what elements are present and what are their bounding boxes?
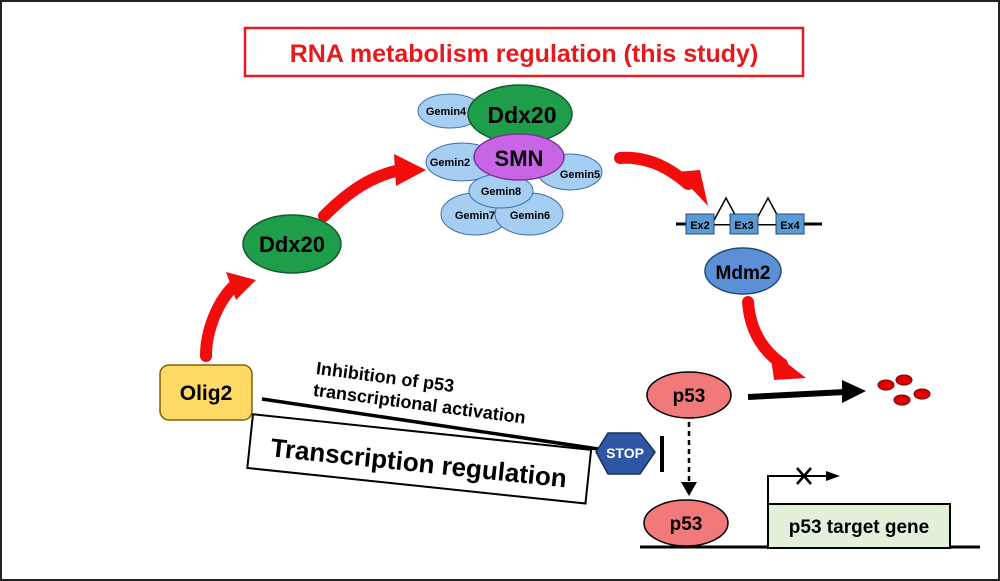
degraded-p53-fragments bbox=[877, 374, 931, 406]
stop-label: STOP bbox=[606, 445, 644, 461]
arrow-olig2-to-ddx20-head bbox=[226, 272, 256, 300]
fragment-dot-3 bbox=[913, 388, 931, 400]
mdm2-label: Mdm2 bbox=[716, 263, 771, 284]
dotted-arrow-head bbox=[681, 482, 697, 496]
arrow-ddx20-to-complex-shaft bbox=[318, 164, 406, 222]
smn-label: SMN bbox=[495, 146, 544, 171]
arrow-mdm2-head bbox=[770, 350, 806, 380]
gemin5-label: Gemin5 bbox=[560, 169, 600, 181]
stop-sign: STOP bbox=[595, 432, 664, 475]
p53-bottom-ellipse bbox=[643, 499, 729, 547]
gemin7-label: Gemin7 bbox=[455, 210, 495, 222]
blocked-x-stroke-2 bbox=[796, 467, 812, 485]
gemin2-label: Gemin2 bbox=[430, 157, 470, 169]
mdm2-ellipse bbox=[704, 247, 782, 295]
p53-bottom-label: p53 bbox=[670, 514, 703, 535]
arrow-ddx20-to-complex-head bbox=[394, 154, 426, 186]
tss-arrow-line bbox=[767, 475, 828, 504]
ddx20-node: Ddx20 bbox=[242, 214, 342, 274]
arrow-olig2-to-ddx20-shaft bbox=[200, 278, 242, 362]
ddx20-ellipse bbox=[242, 214, 342, 274]
degradation-arrow bbox=[747, 380, 866, 403]
exon-4-label: Ex4 bbox=[780, 220, 800, 232]
p53-top-ellipse bbox=[646, 371, 732, 419]
olig2-box bbox=[159, 364, 253, 421]
smn-complex: Gemin2 Gemin5 Gemin7 Gemin6 Gemin8 Gemin… bbox=[417, 84, 603, 236]
gemin6-label: Gemin6 bbox=[510, 210, 550, 222]
p53-top-label: p53 bbox=[673, 386, 706, 407]
fragment-dot-2 bbox=[895, 374, 913, 386]
arrow-complex-to-splicing-shaft bbox=[614, 151, 694, 190]
target-gene-label: p53 target gene bbox=[789, 517, 929, 538]
p53-translocation-arrow bbox=[681, 422, 697, 496]
tss-arrow-head bbox=[826, 471, 840, 481]
title-text: RNA metabolism regulation (this study) bbox=[290, 40, 759, 68]
gemin4-label: Gemin4 bbox=[426, 106, 467, 118]
p53-top-node: p53 bbox=[646, 371, 732, 419]
exon-3-box bbox=[729, 213, 759, 235]
stop-hexagon bbox=[595, 432, 656, 475]
title-border bbox=[243, 26, 805, 78]
title-box: RNA metabolism regulation (this study) bbox=[243, 26, 805, 78]
red-arrows bbox=[200, 151, 806, 380]
ddx20-label: Ddx20 bbox=[259, 232, 325, 257]
degradation-arrow-line bbox=[747, 389, 846, 400]
mdm2-splicing: Ex2 Ex3 Ex4 Mdm2 bbox=[676, 196, 822, 295]
fragment-dot-1 bbox=[877, 379, 895, 391]
exon-3-label: Ex3 bbox=[734, 220, 754, 232]
arrow-complex-to-splicing-head bbox=[676, 170, 708, 206]
exon-2-box bbox=[685, 213, 715, 235]
gemin8-label: Gemin8 bbox=[481, 186, 521, 198]
p53-bottom-node: p53 bbox=[643, 499, 729, 547]
olig2-label: Olig2 bbox=[180, 382, 233, 405]
complex-ddx20-label: Ddx20 bbox=[487, 102, 556, 128]
exon-2-label: Ex2 bbox=[690, 220, 710, 232]
degradation-arrow-head bbox=[842, 380, 866, 403]
olig2-node: Olig2 bbox=[159, 364, 253, 421]
fragment-dot-4 bbox=[893, 394, 911, 406]
target-gene-box bbox=[767, 503, 951, 549]
smn-ellipse bbox=[473, 133, 565, 181]
target-gene-region: p53 target gene bbox=[640, 467, 980, 549]
exon-4-box bbox=[775, 213, 805, 235]
transcription-border bbox=[246, 413, 593, 505]
inhibition-line bbox=[261, 397, 606, 452]
